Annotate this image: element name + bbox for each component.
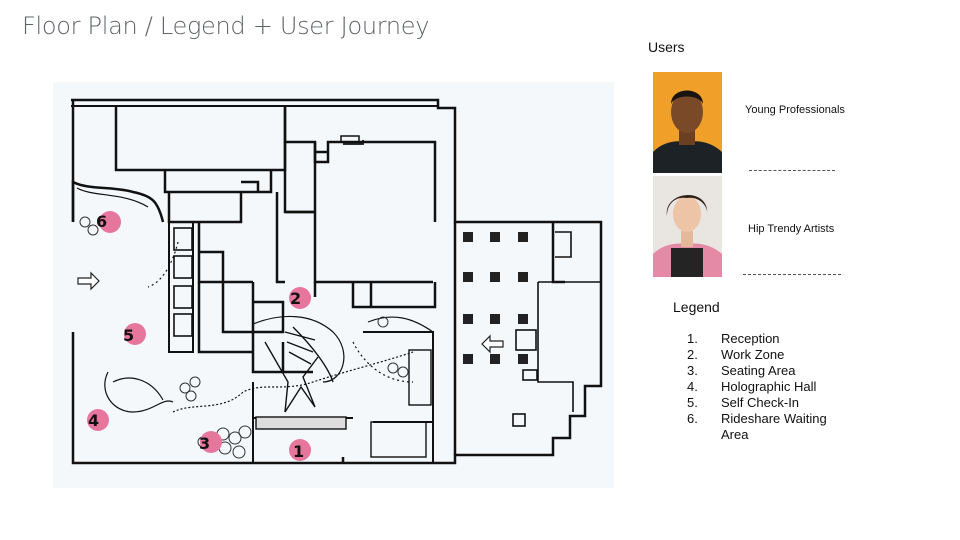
marker-3: 3	[199, 431, 222, 453]
legend-item: 5. Self Check-In	[687, 395, 867, 411]
marker-group: 1 2 3 4 5 6	[87, 211, 311, 461]
legend-item: 4. Holographic Hall	[687, 379, 867, 395]
page-title: Floor Plan / Legend + User Journey	[22, 12, 430, 40]
marker-4: 4	[87, 409, 109, 431]
svg-text:2: 2	[290, 289, 301, 308]
legend-text: Self Check-In	[721, 395, 800, 410]
svg-text:3: 3	[199, 434, 210, 453]
legend-list: 1. Reception 2. Work Zone 3. Seating Area 4…	[687, 331, 867, 443]
legend-text: Work Zone	[721, 347, 785, 362]
svg-text:6: 6	[96, 212, 107, 231]
legend-text: Reception	[721, 331, 780, 346]
legend-item: 2. Work Zone	[687, 347, 867, 363]
legend-item: 6. Rideshare Waiting Area	[687, 411, 867, 443]
user-divider	[743, 274, 841, 275]
legend-number: 4.	[687, 379, 698, 394]
legend-item: 3. Seating Area	[687, 363, 867, 379]
user-label-hip-trendy-artists: Hip Trendy Artists	[748, 223, 835, 235]
outer-wall	[71, 98, 603, 465]
entry-arrow-icon	[481, 334, 504, 354]
legend-number: 1.	[687, 331, 698, 346]
marker-5: 5	[123, 323, 146, 345]
user-divider	[749, 170, 835, 171]
legend-number: 3.	[687, 363, 698, 378]
legend-number: 5.	[687, 395, 698, 410]
user-photo-hip-trendy-artist	[653, 176, 722, 277]
legend-text: Holographic Hall	[721, 379, 817, 394]
marker-1: 1	[289, 439, 311, 461]
legend-text: Rideshare Waiting Area	[721, 411, 827, 442]
svg-text:4: 4	[88, 411, 99, 430]
floor-plan: 1 2 3 4 5 6	[71, 98, 603, 465]
legend-item: 1. Reception	[687, 331, 867, 347]
svg-text:1: 1	[293, 442, 304, 461]
user-photo-young-professional	[653, 72, 722, 173]
legend-number: 2.	[687, 347, 698, 362]
marker-2: 2	[289, 287, 311, 309]
user-label-young-professionals: Young Professionals	[745, 104, 845, 116]
legend-number: 6.	[687, 411, 698, 426]
svg-text:5: 5	[123, 326, 134, 345]
users-heading: Users	[648, 39, 685, 55]
entry-arrow-icon	[77, 271, 100, 291]
legend-text: Seating Area	[721, 363, 796, 378]
legend-heading: Legend	[673, 299, 720, 315]
marker-6: 6	[96, 211, 121, 233]
